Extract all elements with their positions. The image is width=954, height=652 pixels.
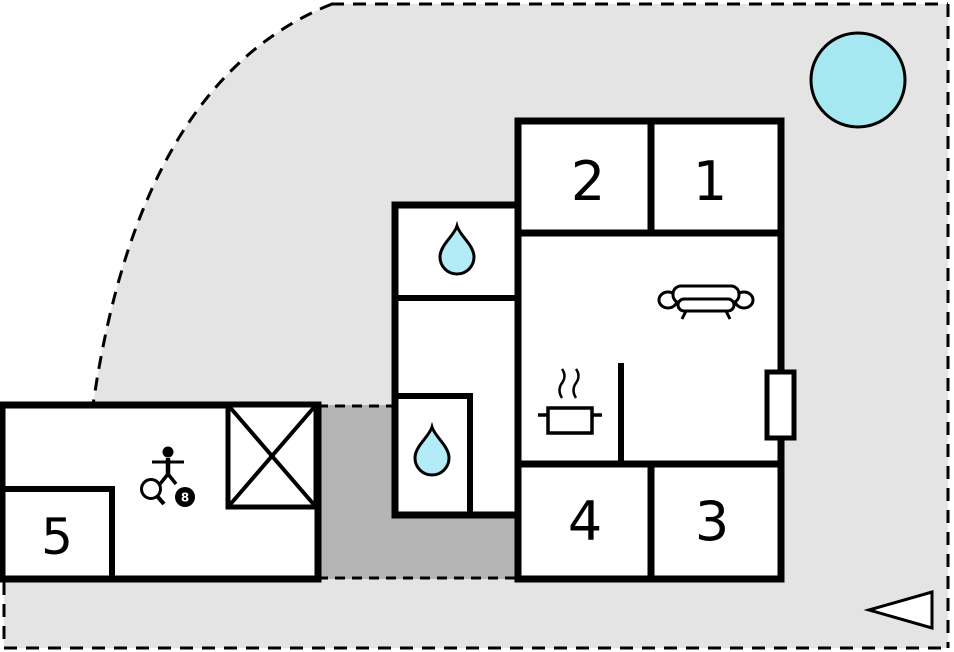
water-drop-icon [438, 220, 476, 276]
room-4-label: 4 [568, 490, 602, 553]
tree-icon [809, 31, 907, 129]
water-drop-icon [413, 421, 451, 477]
foosball-leg [158, 472, 170, 486]
sofa-leg [680, 310, 688, 320]
room-5-wall [2, 486, 115, 579]
stove-icon [538, 368, 602, 435]
table-tennis-paddle-icon [140, 478, 166, 506]
pool-ball-label: 8 [181, 491, 189, 505]
foosball-leg [166, 472, 178, 486]
sofa-icon [657, 284, 755, 320]
steam-line [558, 368, 566, 399]
window [764, 369, 797, 441]
plot-boundary-arc [91, 2, 333, 406]
room-2-label: 2 [571, 150, 605, 213]
direction-arrow-icon [863, 590, 934, 630]
pool-ball [175, 487, 195, 507]
foosball-head [162, 446, 174, 458]
room-3-label: 3 [695, 490, 729, 553]
annex-inner-room-wall [395, 393, 473, 515]
steam-line [572, 368, 580, 399]
room-5-label: 5 [41, 508, 73, 566]
pool-ball-icon: 8 [175, 487, 195, 507]
paddle-face [140, 478, 162, 500]
main-building: 2 1 4 3 [514, 117, 797, 583]
foosball-player-icon [152, 446, 184, 486]
crossed-square-diagonal [226, 403, 318, 509]
pot [546, 406, 594, 435]
paddle-handle [155, 494, 166, 506]
room-1-label: 1 [693, 150, 727, 213]
annex-building [391, 201, 522, 519]
sofa-seat [676, 297, 736, 313]
crossed-square-icon [225, 402, 319, 510]
sofa-leg [724, 310, 732, 320]
left-building: 8 5 [0, 401, 322, 583]
